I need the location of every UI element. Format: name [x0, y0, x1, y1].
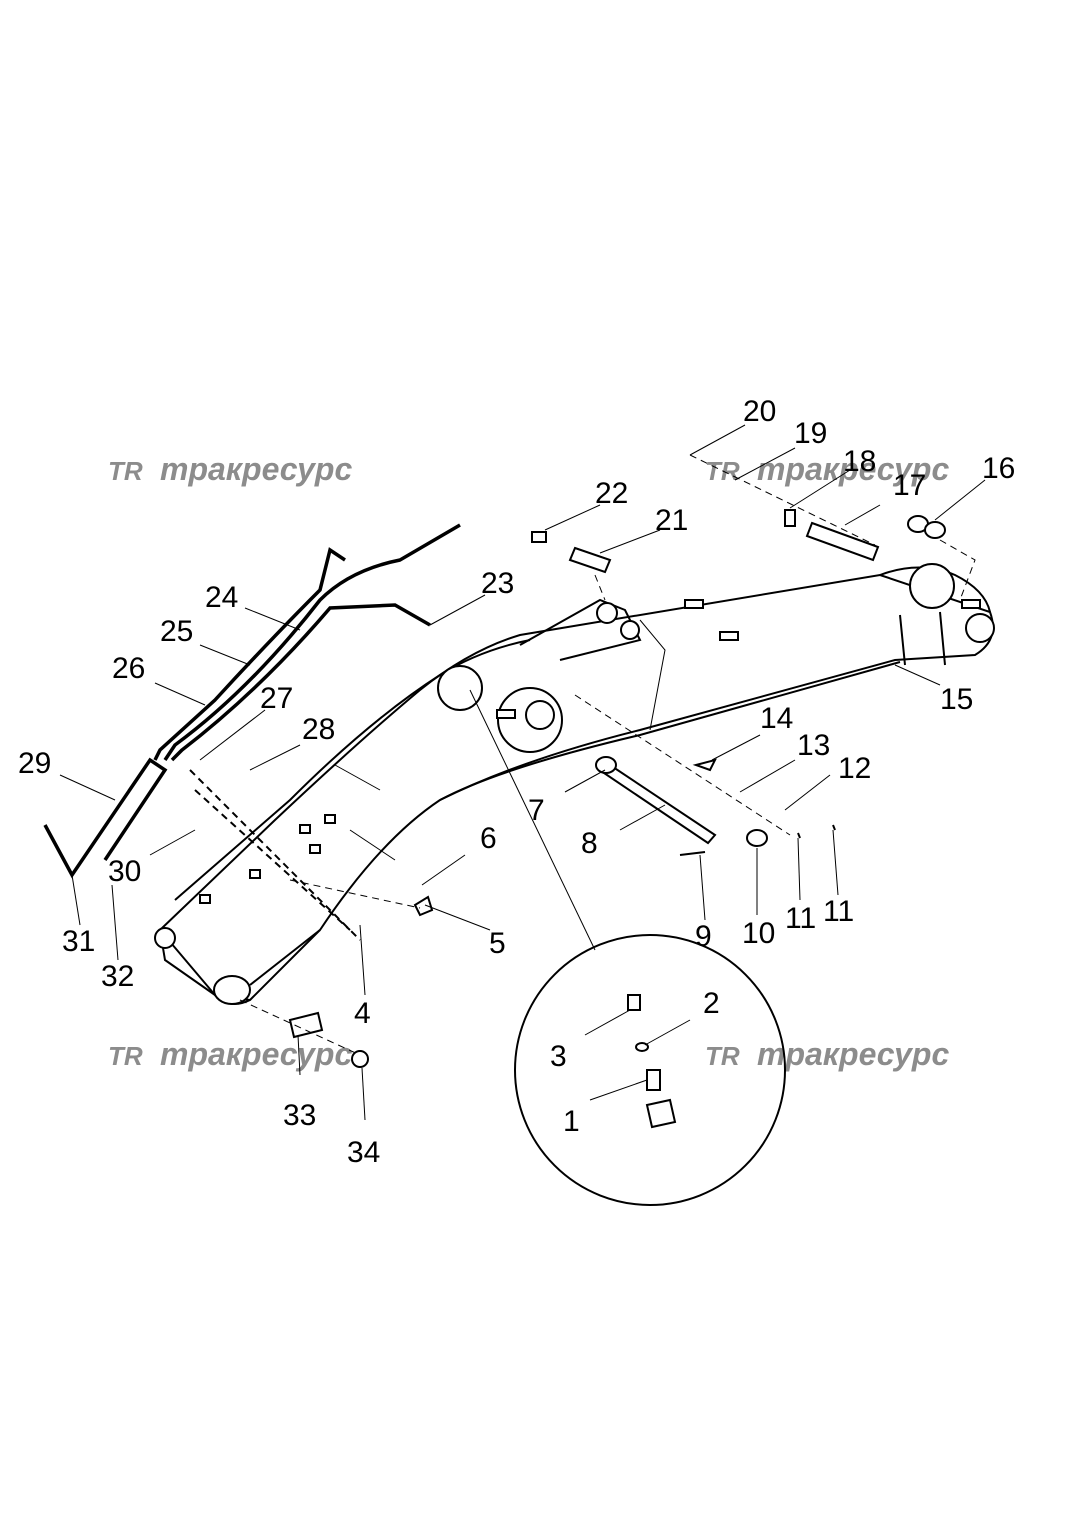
detail-circle [514, 934, 786, 1206]
callout-29: 29 [18, 747, 51, 780]
callout-17: 17 [893, 469, 926, 502]
callout-11a: 11 [785, 902, 816, 935]
watermark-text: тракресурс [160, 451, 352, 487]
callout-11b: 11 [823, 895, 854, 928]
bolt-9 [679, 851, 706, 856]
hardware [239, 454, 976, 1068]
clamp-5 [413, 895, 434, 917]
foot-boss [154, 927, 176, 949]
callout-34: 34 [347, 1136, 380, 1169]
watermark-top-right: TR тракресурс [705, 451, 949, 487]
callout-25: 25 [160, 615, 193, 648]
clamp-pad [199, 894, 211, 904]
watermark-logo: TR [108, 1041, 143, 1071]
watermark-bottom-right: TR тракресурс [705, 1036, 949, 1072]
hydraulic-lines [43, 523, 461, 941]
watermark-logo: TR [108, 456, 143, 486]
callout-26: 26 [112, 652, 145, 685]
callout-31: 31 [62, 925, 95, 958]
callout-23: 23 [481, 567, 514, 600]
callout-10: 10 [742, 917, 775, 950]
bolts-11 [797, 824, 836, 839]
callout-3: 3 [550, 1040, 567, 1073]
ring-10 [746, 829, 768, 847]
callout-1: 1 [563, 1105, 580, 1138]
callout-24: 24 [205, 581, 238, 614]
callout-27: 27 [260, 682, 293, 715]
callout-8: 8 [581, 827, 598, 860]
clamp-pad [249, 869, 261, 879]
boom-assembly [154, 563, 995, 1005]
plate-18 [784, 509, 796, 527]
callout-5: 5 [489, 927, 506, 960]
leader-lines [59, 424, 986, 1121]
callout-6: 6 [480, 822, 497, 855]
watermark-text: тракресурс [160, 1036, 352, 1072]
ring-7 [595, 756, 617, 774]
watermark-text: тракресурс [757, 1036, 949, 1072]
callout-22: 22 [595, 477, 628, 510]
boom-cylinder-bore-inner [525, 700, 555, 730]
clamp-pad [684, 599, 704, 609]
callout-28: 28 [302, 713, 335, 746]
bracket-hole-left [596, 602, 618, 624]
pin-17 [805, 521, 880, 562]
front-bore [909, 563, 955, 609]
bushing-33 [288, 1011, 324, 1039]
callout-20: 20 [743, 395, 776, 428]
callout-4: 4 [354, 997, 371, 1030]
clamp-pad [496, 709, 516, 719]
clamp-pad [719, 631, 739, 641]
washer-16b [924, 521, 946, 539]
clip-1 [646, 1069, 661, 1091]
watermark-bottom-left: TR тракресурс [108, 1036, 352, 1072]
clamp-pad [309, 844, 321, 854]
callout-12: 12 [838, 752, 871, 785]
detail-callout-circle [437, 665, 483, 711]
callout-32: 32 [101, 960, 134, 993]
foot-bore [213, 975, 251, 1005]
clamp-pad [961, 599, 981, 609]
ring-34 [351, 1050, 369, 1068]
callout-9: 9 [695, 920, 712, 953]
pin-8 [602, 763, 717, 845]
callout-30: 30 [108, 855, 141, 888]
watermark-logo: TR [705, 1041, 740, 1071]
callout-16: 16 [982, 452, 1015, 485]
bolt-3 [627, 994, 641, 1011]
clamp-pad [324, 814, 336, 824]
plate-22 [531, 531, 547, 543]
detail-view [469, 689, 786, 1206]
plate-14 [692, 758, 717, 772]
callout-19: 19 [794, 417, 827, 450]
callout-33: 33 [283, 1099, 316, 1132]
callout-15: 15 [940, 683, 973, 716]
watermark-top-left: TR тракресурс [108, 451, 352, 487]
callout-21: 21 [655, 504, 688, 537]
clamp-pad [299, 824, 311, 834]
block [645, 1098, 677, 1129]
callout-13: 13 [797, 729, 830, 762]
callout-18: 18 [843, 445, 876, 478]
watermark-text: тракресурс [757, 451, 949, 487]
callouts: 1 2 3 4 5 6 7 8 9 10 11 11 12 13 14 15 1… [18, 395, 1015, 1169]
callout-14: 14 [760, 702, 793, 735]
bracket-hole-right [620, 620, 640, 640]
front-boss [965, 613, 995, 643]
callout-7: 7 [528, 794, 545, 827]
callout-2: 2 [703, 987, 720, 1020]
pin-21 [568, 546, 612, 574]
